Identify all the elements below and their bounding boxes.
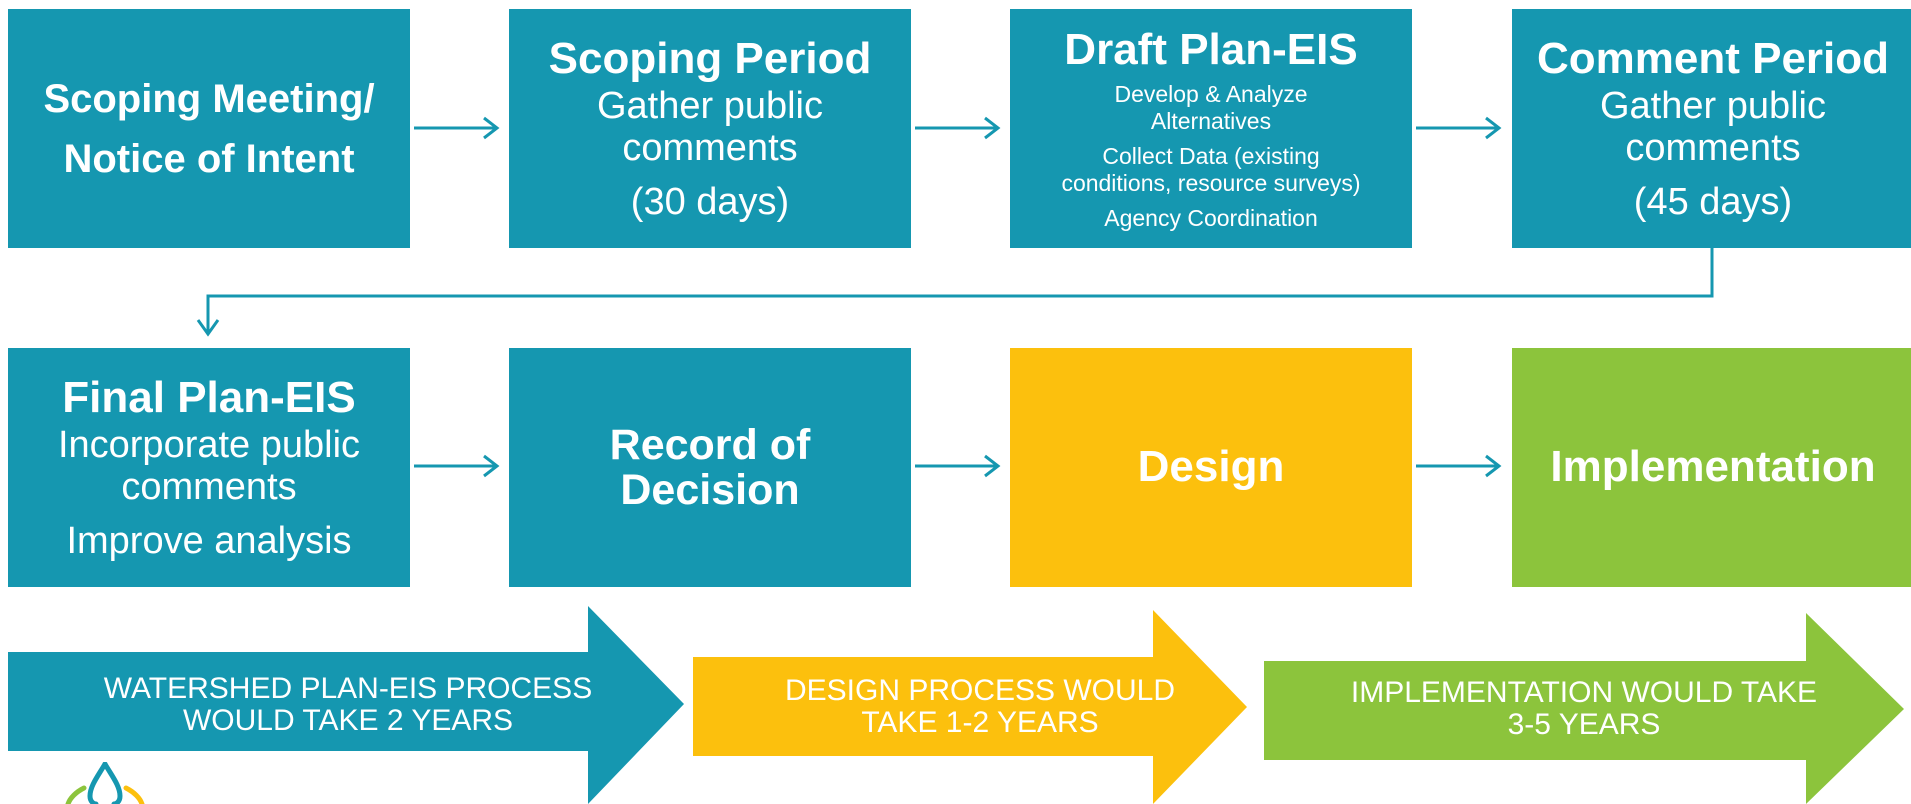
step-comment-period-line-2: comments — [1625, 126, 1801, 169]
step-record-of-decision-line-2: Decision — [620, 465, 800, 514]
timeline-label-plan-eis: WATERSHED PLAN-EIS PROCESS WOULD TAKE 2 … — [8, 606, 688, 804]
connector-arrow-3 — [1416, 116, 1502, 140]
step-scoping-meeting-title-line-2: Notice of Intent — [63, 136, 355, 181]
step-draft-detail-2: Alternatives — [1150, 108, 1272, 135]
step-final-plan-eis-title: Final Plan-EIS — [62, 373, 356, 423]
step-comment-period-title: Comment Period — [1536, 34, 1890, 84]
step-scoping-period-line-1: Gather public — [596, 84, 823, 127]
step-final-plan-eis-line-2: comments — [121, 465, 297, 508]
step-scoping-period-title: Scoping Period — [548, 34, 872, 84]
step-scoping-meeting: Scoping Meeting/ Notice of Intent — [8, 9, 410, 248]
step-final-plan-eis-extra: Improve analysis — [66, 519, 352, 562]
timeline-label-plan-eis-line-1: WATERSHED PLAN-EIS PROCESS — [103, 672, 593, 705]
step-draft-detail-3: Collect Data (existing — [1102, 143, 1320, 170]
connector-arrow-5 — [915, 454, 1001, 478]
timeline-label-plan-eis-line-2: WOULD TAKE 2 YEARS — [182, 704, 514, 737]
connector-arrow-6 — [1416, 454, 1502, 478]
timeline-label-implementation-line-1: IMPLEMENTATION WOULD TAKE — [1350, 675, 1818, 709]
timeline-label-design-line-1: DESIGN PROCESS WOULD — [784, 674, 1176, 707]
timeline-label-implementation: IMPLEMENTATION WOULD TAKE 3-5 YEARS — [1264, 613, 1904, 804]
step-design-title: Design — [1137, 442, 1285, 492]
step-implementation-title: Implementation — [1550, 442, 1876, 492]
timeline-arrow-plan-eis: WATERSHED PLAN-EIS PROCESS WOULD TAKE 2 … — [8, 606, 684, 804]
step-scoping-period-line-2: comments — [622, 126, 798, 169]
timeline-arrow-implementation-shape — [1264, 613, 1904, 804]
connector-arrow-1 — [414, 116, 500, 140]
step-scoping-meeting-title-line-1: Scoping Meeting/ — [43, 76, 375, 121]
step-scoping-period: Scoping Period Gather public comments (3… — [509, 9, 911, 248]
timeline-arrow-design-shape — [693, 610, 1247, 804]
timeline-arrow-design: DESIGN PROCESS WOULD TAKE 1-2 YEARS — [693, 610, 1247, 804]
step-draft-plan-eis-title: Draft Plan-EIS — [1064, 24, 1358, 74]
step-draft-detail-1: Develop & Analyze — [1114, 81, 1308, 108]
step-scoping-period-duration: (30 days) — [630, 180, 790, 223]
connector-arrow-2 — [915, 116, 1001, 140]
step-final-plan-eis: Final Plan-EIS Incorporate public commen… — [8, 348, 410, 587]
step-final-plan-eis-line-1: Incorporate public — [57, 423, 361, 466]
step-record-of-decision-line-1: Record of — [609, 420, 811, 469]
timeline-arrow-implementation: IMPLEMENTATION WOULD TAKE 3-5 YEARS — [1264, 613, 1904, 804]
step-draft-plan-eis: Draft Plan-EIS Develop & Analyze Alterna… — [1010, 9, 1412, 248]
step-record-of-decision: Record of Decision — [509, 348, 911, 587]
water-drop-logo-icon — [65, 762, 145, 804]
step-design: Design — [1010, 348, 1412, 587]
connector-return-arrow — [196, 248, 1714, 337]
step-implementation: Implementation — [1512, 348, 1911, 587]
connector-arrow-4 — [414, 454, 500, 478]
timeline-label-implementation-line-2: 3-5 YEARS — [1507, 707, 1661, 741]
timeline-arrow-plan-eis-shape — [8, 606, 684, 804]
step-draft-detail-4: conditions, resource surveys) — [1061, 170, 1361, 197]
step-comment-period-duration: (45 days) — [1633, 180, 1793, 223]
step-comment-period: Comment Period Gather public comments (4… — [1512, 9, 1911, 248]
step-comment-period-line-1: Gather public — [1599, 84, 1826, 127]
timeline-label-design: DESIGN PROCESS WOULD TAKE 1-2 YEARS — [693, 610, 1267, 804]
timeline-label-design-line-2: TAKE 1-2 YEARS — [861, 706, 1099, 739]
step-draft-detail-5: Agency Coordination — [1104, 205, 1318, 232]
